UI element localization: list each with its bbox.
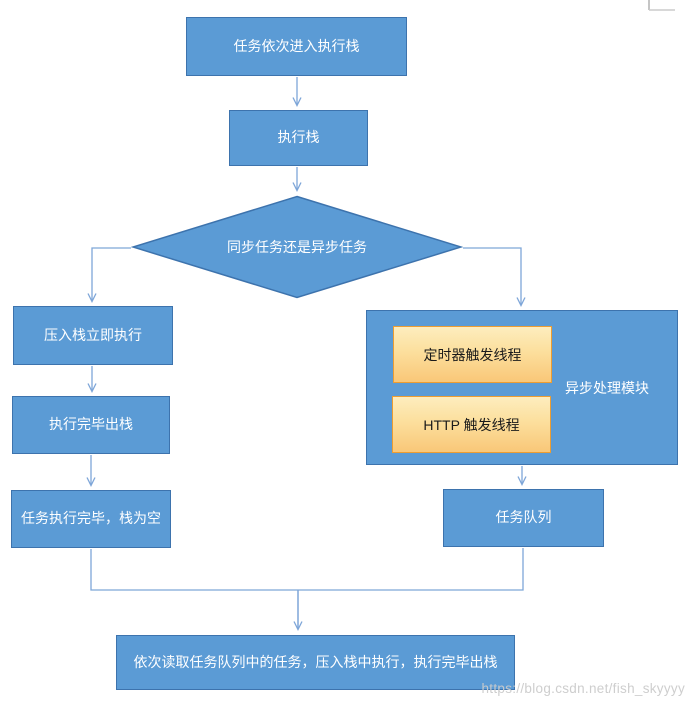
- group-async-processing-module: 定时器触发线程 HTTP 触发线程 异步处理模块: [366, 310, 678, 465]
- node-execution-stack: 执行栈: [229, 110, 368, 166]
- node-pop-after-execution: 执行完毕出栈: [12, 396, 170, 454]
- node-label: 任务执行完毕，栈为空: [21, 510, 161, 527]
- node-http-trigger-thread: HTTP 触发线程: [392, 396, 551, 453]
- node-label: 执行栈: [277, 129, 320, 146]
- async-module-label: 异步处理模块: [565, 379, 649, 396]
- node-label: 任务队列: [495, 509, 552, 526]
- connector-merge-lines: [90, 548, 524, 591]
- connector-decision-to-async: [463, 247, 526, 307]
- node-label: 定时器触发线程: [423, 346, 522, 363]
- node-label: 任务依次进入执行栈: [233, 37, 360, 54]
- node-label: HTTP 触发线程: [423, 416, 520, 433]
- connector-decision-to-push: [87, 247, 131, 303]
- node-timer-trigger-thread: 定时器触发线程: [393, 326, 552, 383]
- node-label: 依次读取任务队列中的任务，压入栈中执行，执行完毕出栈: [133, 653, 498, 670]
- node-read-queue-execute: 依次读取任务队列中的任务，压入栈中执行，执行完毕出栈: [116, 635, 515, 690]
- node-tasks-enter-stack: 任务依次进入执行栈: [186, 17, 407, 76]
- decision-label: 同步任务还是异步任务: [227, 239, 367, 255]
- decision-diamond-shape: [131, 195, 463, 299]
- decision-sync-or-async: 同步任务还是异步任务: [131, 195, 463, 299]
- node-label: 执行完毕出栈: [49, 416, 133, 433]
- csdn-watermark: https://blog.csdn.net/fish_skyyyy: [481, 681, 685, 696]
- node-push-execute-immediately: 压入栈立即执行: [13, 306, 173, 365]
- node-task-queue: 任务队列: [443, 489, 604, 547]
- node-label: 压入栈立即执行: [44, 326, 142, 343]
- node-stack-empty: 任务执行完毕，栈为空: [11, 490, 171, 548]
